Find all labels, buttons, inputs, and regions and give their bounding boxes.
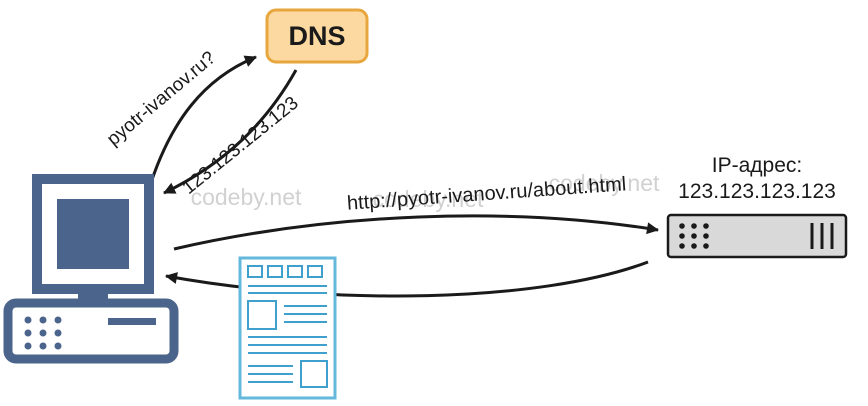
server-caption: IP-адрес: 123.123.123.123 bbox=[678, 154, 836, 203]
document-image-block bbox=[300, 360, 328, 388]
dns-label: DNS bbox=[288, 21, 345, 51]
server-caption-line2: 123.123.123.123 bbox=[678, 180, 836, 203]
dns-box: DNS bbox=[265, 8, 369, 64]
watermark-text: codeby.net bbox=[549, 170, 660, 196]
server-vent-bars bbox=[810, 223, 834, 249]
webpage-document-icon bbox=[238, 256, 337, 400]
server-led-grid bbox=[679, 223, 709, 249]
dns-response-arrow bbox=[163, 69, 298, 195]
document-nav-box bbox=[267, 265, 283, 278]
disk-slot bbox=[108, 318, 156, 325]
response-page-arrow bbox=[165, 260, 649, 298]
watermark-text: codeby.net bbox=[191, 184, 302, 210]
dns-box-shape bbox=[265, 8, 369, 64]
document-nav-box bbox=[307, 265, 323, 278]
dns-query-label: pyotr-ivanov.ru? bbox=[103, 47, 220, 150]
dns-query-arrow bbox=[146, 55, 257, 193]
computer-icon bbox=[3, 174, 179, 364]
watermark-text: codeby.net bbox=[373, 186, 484, 212]
system-unit-vents bbox=[24, 316, 62, 350]
http-request-arrow bbox=[173, 214, 659, 251]
http-request-label: http://pyotr-ivanov.ru/about.html bbox=[346, 173, 627, 214]
document-nav-box bbox=[287, 265, 303, 278]
server-chassis bbox=[666, 213, 848, 259]
server-icon bbox=[666, 213, 848, 259]
monitor-screen bbox=[57, 199, 129, 269]
dns-response-label: 123.123.123.123 bbox=[179, 93, 303, 199]
document-image-block bbox=[247, 300, 277, 330]
server-caption-line1: IP-адрес: bbox=[712, 154, 802, 177]
document-nav-box bbox=[247, 265, 263, 278]
system-unit bbox=[3, 298, 179, 364]
